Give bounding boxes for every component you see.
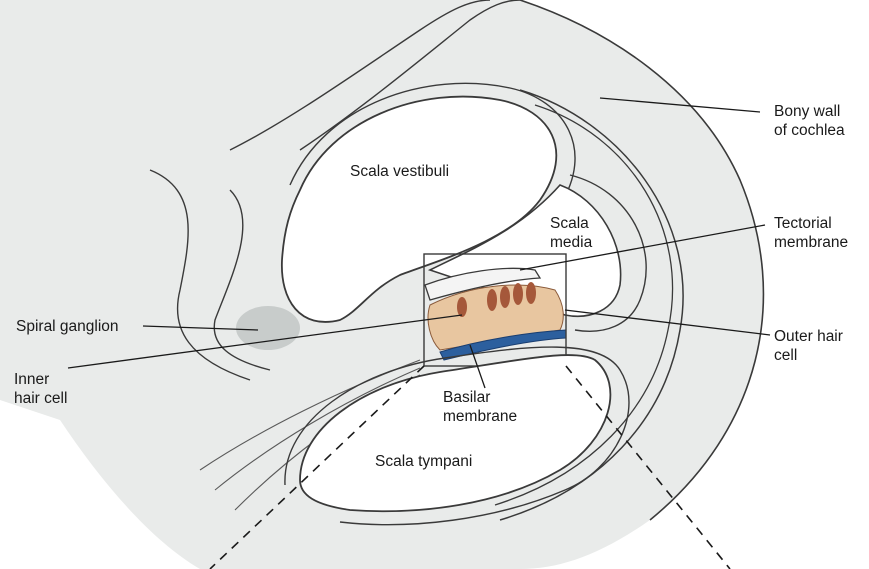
label-basilar-membrane: Basilar membrane xyxy=(443,388,517,426)
spiral-ganglion-body xyxy=(236,306,300,350)
inner-hair-cell-shape xyxy=(457,297,467,317)
label-spiral-ganglion: Spiral ganglion xyxy=(16,317,119,336)
label-scala-tympani: Scala tympani xyxy=(375,452,472,471)
label-bony-wall: Bony wall of cochlea xyxy=(774,102,845,140)
label-outer-hair-cell: Outer hair cell xyxy=(774,327,843,365)
label-scala-vestibuli: Scala vestibuli xyxy=(350,162,449,181)
label-scala-media: Scala media xyxy=(550,214,592,252)
label-inner-hair-cell: Inner hair cell xyxy=(14,370,67,408)
label-tectorial-membrane: Tectorial membrane xyxy=(774,214,848,252)
